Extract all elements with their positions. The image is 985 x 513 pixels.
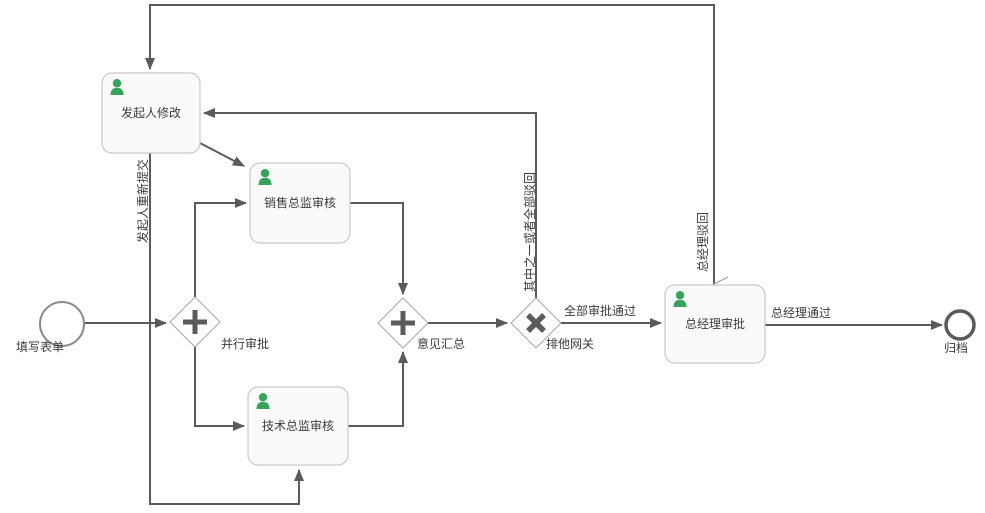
task-label: 技术总监审核 xyxy=(262,418,334,433)
end-event-label: 归档 xyxy=(944,341,968,355)
task-gm-approval[interactable]: 总经理审批 xyxy=(664,284,766,364)
x-icon xyxy=(526,313,546,333)
edge-modify-to-sales[interactable] xyxy=(197,141,245,167)
edge-label-gm-rejected: 总经理驳回 xyxy=(696,212,710,272)
task-shape[interactable] xyxy=(249,162,351,244)
task-sales-director-review[interactable]: 销售总监审核 xyxy=(249,162,351,244)
end-event[interactable] xyxy=(944,309,976,341)
person-icon xyxy=(110,79,124,95)
parallel-gateway-join[interactable] xyxy=(377,297,429,349)
edge-label-gm-approved: 总经理通过 xyxy=(771,306,831,320)
edge-label-any-rejected: 其中之一或者全部驳回 xyxy=(522,172,537,292)
exclusive-gateway[interactable] xyxy=(510,297,562,349)
edge-split-to-sales[interactable] xyxy=(194,198,247,297)
edges xyxy=(85,4,943,505)
edge-label-resubmit: 发起人重新提交 xyxy=(135,159,150,243)
parallel-split-label: 并行审批 xyxy=(221,336,269,351)
edge-exclusive-to-modify[interactable] xyxy=(203,108,537,298)
task-tech-director-review[interactable]: 技术总监审核 xyxy=(247,386,349,466)
task-label: 发起人修改 xyxy=(121,105,181,120)
edge-gm-to-modify[interactable] xyxy=(145,4,715,285)
edge-tech-to-join[interactable] xyxy=(348,351,408,427)
edge-modify-to-tech[interactable] xyxy=(149,153,304,505)
edge-split-to-tech[interactable] xyxy=(194,347,245,431)
edge-label-all-approved: 全部审批通过 xyxy=(564,303,636,318)
start-event[interactable] xyxy=(39,301,85,347)
task-label: 总经理审批 xyxy=(685,316,745,331)
plus-icon xyxy=(391,311,415,335)
person-icon xyxy=(256,393,270,409)
person-icon xyxy=(673,291,687,307)
person-icon xyxy=(258,169,272,185)
exclusive-gateway-label: 排他网关 xyxy=(546,337,594,351)
task-initiator-modify[interactable]: 发起人修改 xyxy=(101,72,201,154)
edge-sales-to-join[interactable] xyxy=(350,202,408,295)
plus-icon xyxy=(183,310,207,334)
parallel-gateway-split[interactable] xyxy=(169,296,221,348)
task-shape[interactable] xyxy=(101,72,201,154)
task-shape[interactable] xyxy=(664,284,766,364)
parallel-join-label: 意见汇总 xyxy=(417,336,465,351)
task-label: 销售总监审核 xyxy=(264,195,336,210)
task-shape[interactable] xyxy=(247,386,349,466)
start-event-label: 填写表单 xyxy=(16,340,64,354)
